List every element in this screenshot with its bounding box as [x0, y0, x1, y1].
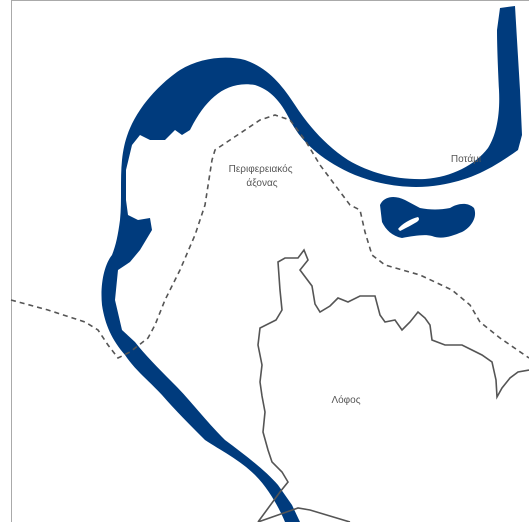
hill-label: Λόφος — [331, 394, 360, 406]
river — [101, 6, 523, 522]
ring-road-label: Περιφερειακός άξονας — [229, 163, 296, 189]
ring-road-label-line-2: άξονας — [246, 177, 277, 189]
hill-outline — [257, 248, 529, 522]
map-border — [11, 0, 529, 522]
river-pool-islet — [398, 217, 419, 231]
river-pool — [380, 197, 476, 238]
ring-road — [10, 114, 529, 360]
river-label: Ποτάμι — [451, 153, 481, 165]
ring-road-label-line-1: Περιφερειακός — [229, 163, 293, 175]
